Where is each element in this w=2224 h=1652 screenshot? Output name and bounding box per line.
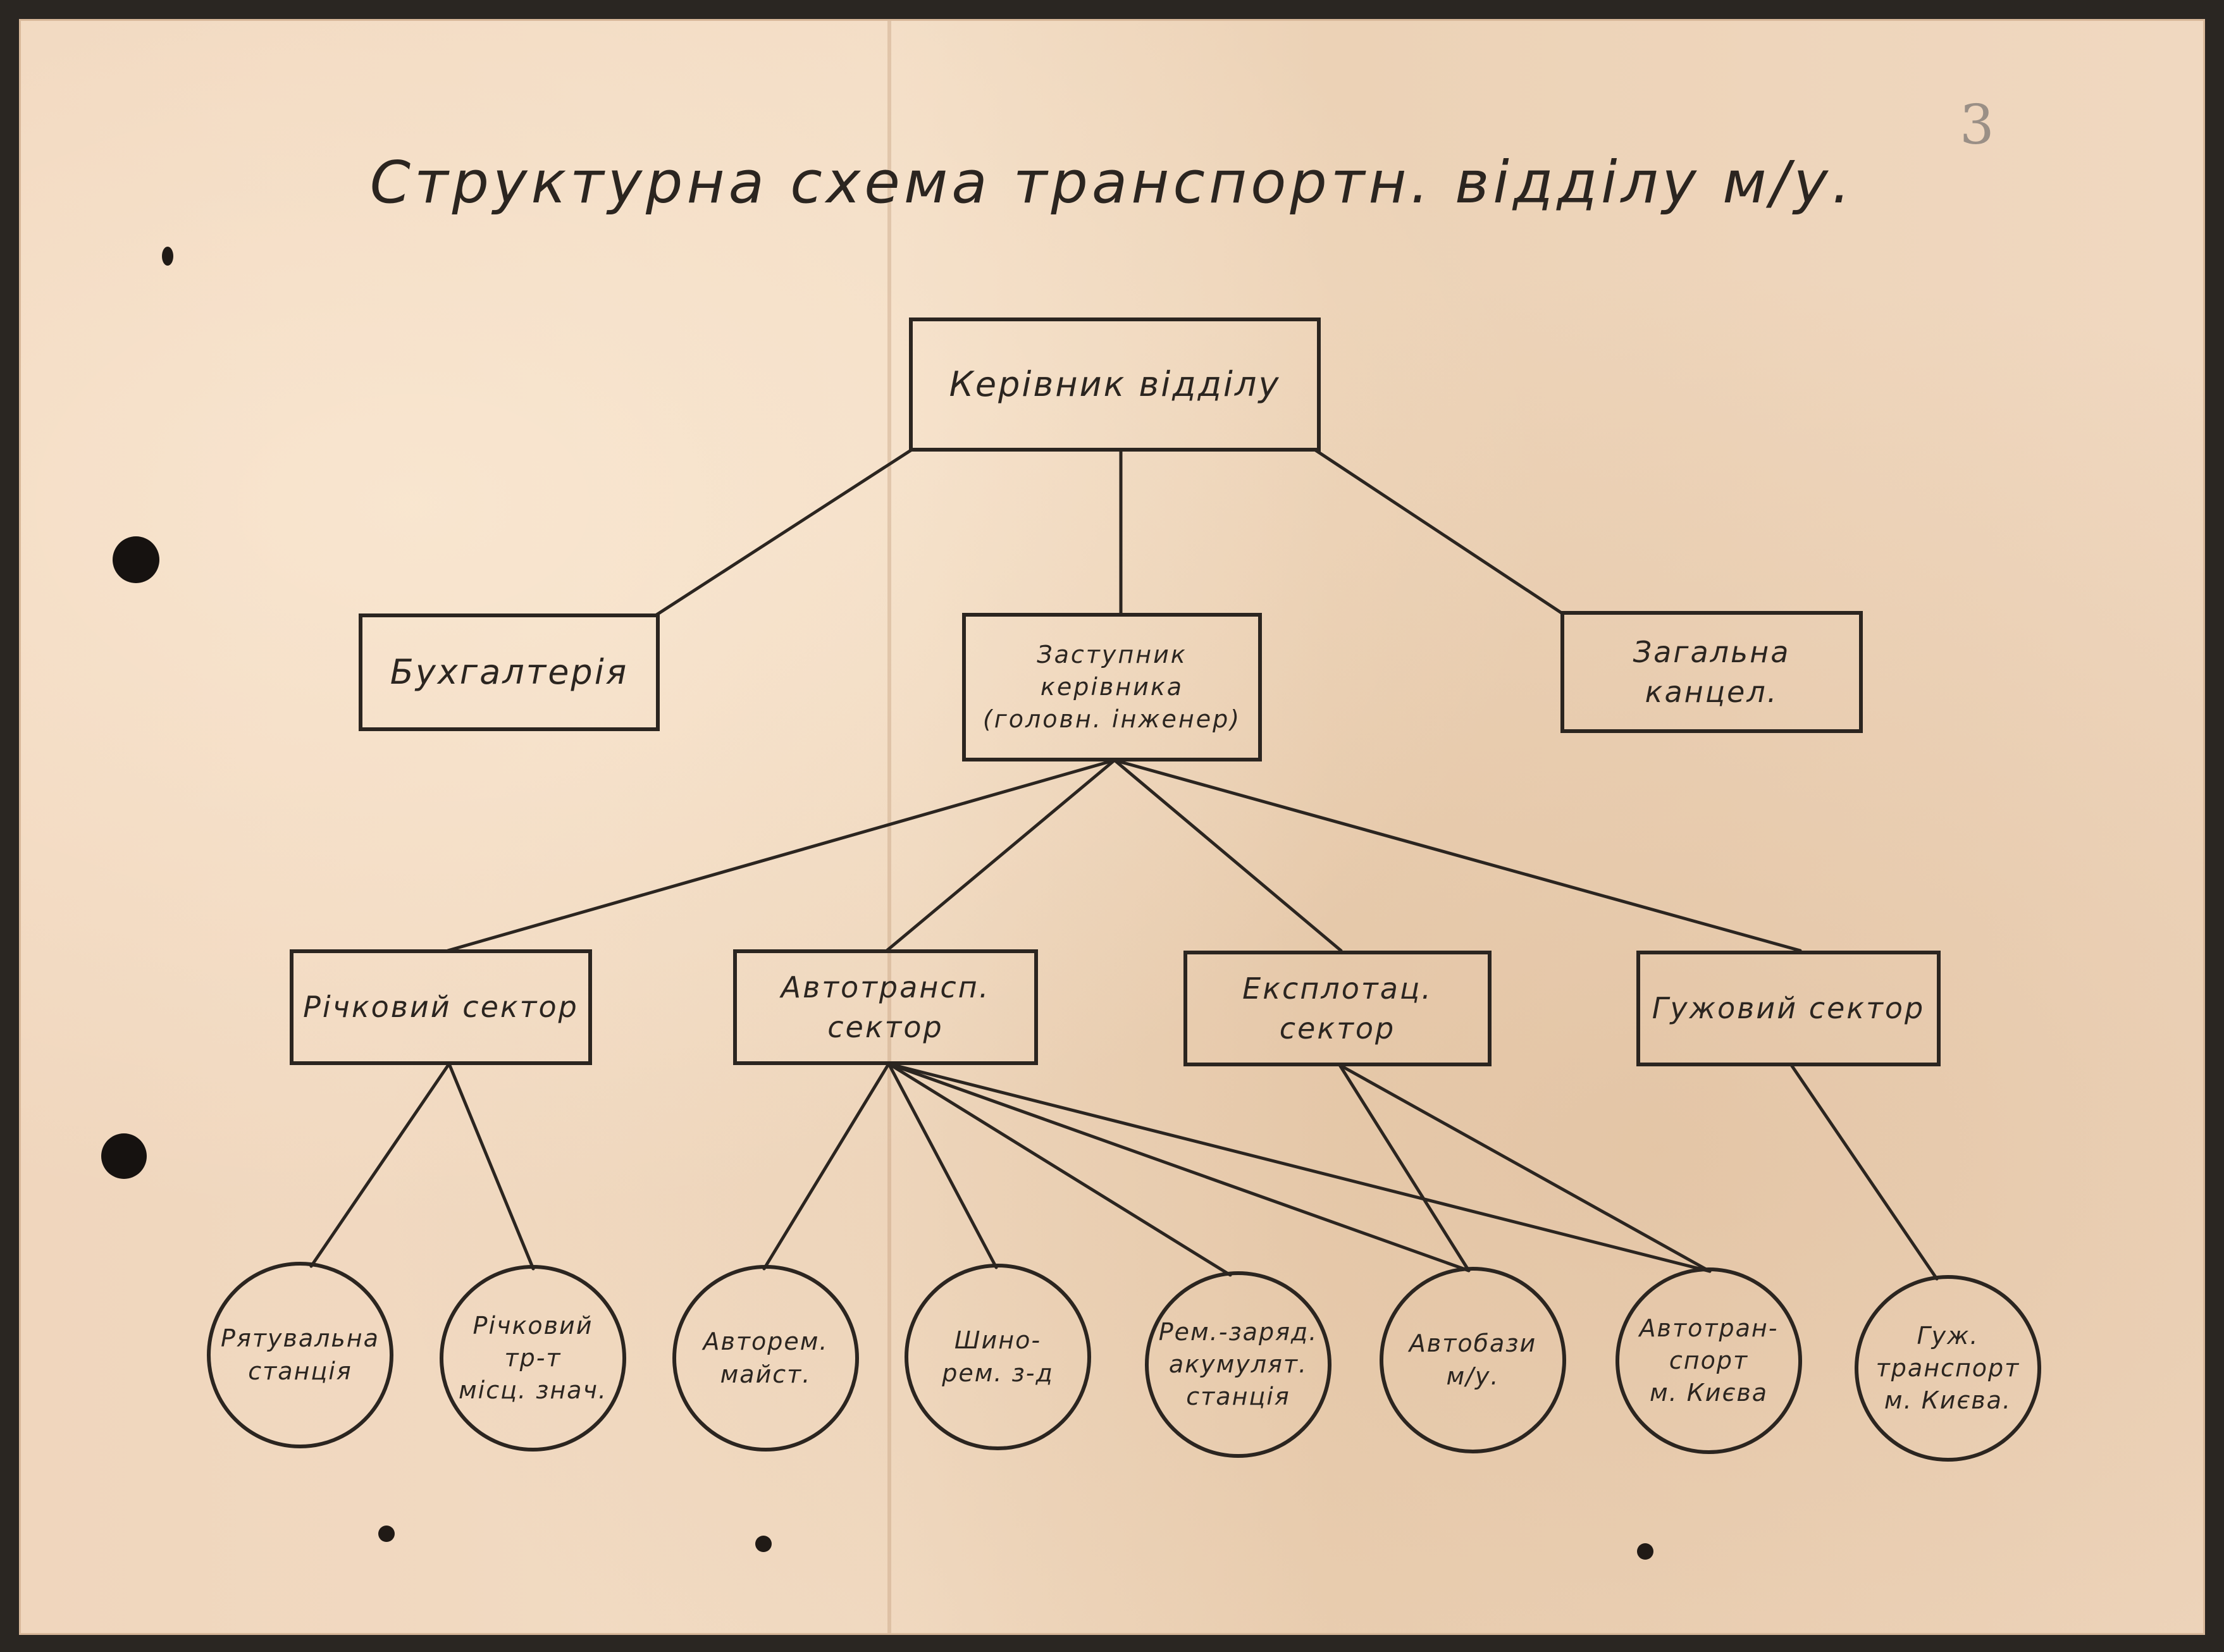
accounting-box: Бухгалтерія <box>359 613 660 731</box>
edge-deputy-operations <box>1113 758 1343 952</box>
paper-fold <box>887 21 891 1633</box>
kyiv-horse-transport-circle: Гуж. транспорт м. Києва. <box>1855 1275 2041 1462</box>
edge-deputy-river <box>446 758 1116 952</box>
punch-hole-top <box>113 536 159 583</box>
ink-dot <box>755 1536 772 1552</box>
edge-river-rescue <box>309 1062 451 1268</box>
river-transport-local-circle: Річковий тр-т місц. знач. <box>440 1265 626 1452</box>
page-number: 3 <box>1960 94 1994 157</box>
edge-head-accounting <box>655 448 913 617</box>
horse-transport-sector-box: Гужовий сектор <box>1636 951 1941 1066</box>
edge-operations-kyiv-auto <box>1338 1063 1712 1273</box>
edge-river-transport <box>447 1062 535 1271</box>
auto-repair-workshop-circle: Авторем. майст. <box>672 1265 859 1452</box>
edge-auto-battery <box>887 1062 1232 1277</box>
rescue-station-circle: Рятувальна станція <box>207 1262 393 1448</box>
ink-dot <box>378 1526 395 1542</box>
operations-sector-box: Експлотац. сектор <box>1183 951 1492 1066</box>
river-sector-box: Річковий сектор <box>290 949 592 1065</box>
autotransport-sector-box: Автотрансп. сектор <box>733 949 1038 1065</box>
edge-head-chancellery <box>1314 448 1564 615</box>
punch-hole-middle <box>101 1133 147 1179</box>
kyiv-autotransport-circle: Автотран- спорт м. Києва <box>1615 1267 1802 1454</box>
head-of-department-box: Керівник відділу <box>909 317 1321 452</box>
edge-deputy-auto <box>885 758 1116 952</box>
battery-charging-station-circle: Рем.-заряд. акумулят. станція <box>1145 1271 1331 1458</box>
general-chancellery-box: Загальна канцел. <box>1560 611 1863 733</box>
edge-auto-tire <box>887 1062 998 1269</box>
tire-repair-plant-circle: Шино- рем. з-д <box>905 1264 1091 1450</box>
ink-dot <box>1637 1543 1653 1560</box>
edge-auto-autobases <box>887 1062 1471 1273</box>
edge-operations-autobases <box>1338 1063 1471 1273</box>
edge-auto-workshop <box>762 1062 891 1271</box>
deputy-head-box: Заступник керівника (головн. інженер) <box>962 613 1262 761</box>
edge-horse-kyiv-horse <box>1789 1063 1939 1281</box>
autobases-circle: Автобази м/у. <box>1380 1267 1566 1453</box>
diagram-title: Структурна схема транспортн. відділу м/у… <box>369 149 1855 216</box>
ink-dot <box>162 247 173 266</box>
edge-auto-kyiv-auto <box>887 1062 1712 1273</box>
edge-deputy-horse <box>1113 758 1802 952</box>
